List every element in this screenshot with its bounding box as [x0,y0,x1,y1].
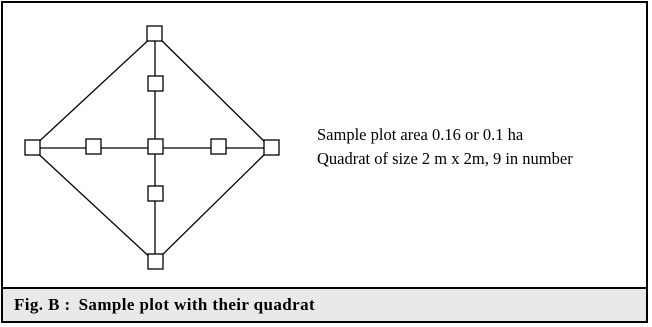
figure-caption-text: Sample plot with their quadrat [78,295,316,314]
quadrat-center [147,138,164,155]
sample-plot-diagram [24,25,280,270]
quadrat-inner-right [210,138,227,155]
plot-description: Sample plot area 0.16 or 0.1 ha Quadrat … [317,123,647,171]
quadrat-left [24,139,41,156]
figure-caption-bar: Fig. B : Sample plot with their quadrat [3,287,646,321]
figure-caption-label: Fig. B : [14,295,71,314]
quadrat-bottom [147,253,164,270]
quadrat-upper-middle [147,75,164,92]
plot-area-text: Sample plot area 0.16 or 0.1 ha [317,125,524,144]
quadrat-top [146,25,163,42]
figure-frame: Sample plot area 0.16 or 0.1 ha Quadrat … [1,1,648,323]
quadrat-lower-middle [147,185,164,202]
quadrat-size-text: Quadrat of size 2 m x 2m, 9 in number [317,149,573,168]
quadrat-right [263,139,280,156]
quadrat-inner-left [85,138,102,155]
